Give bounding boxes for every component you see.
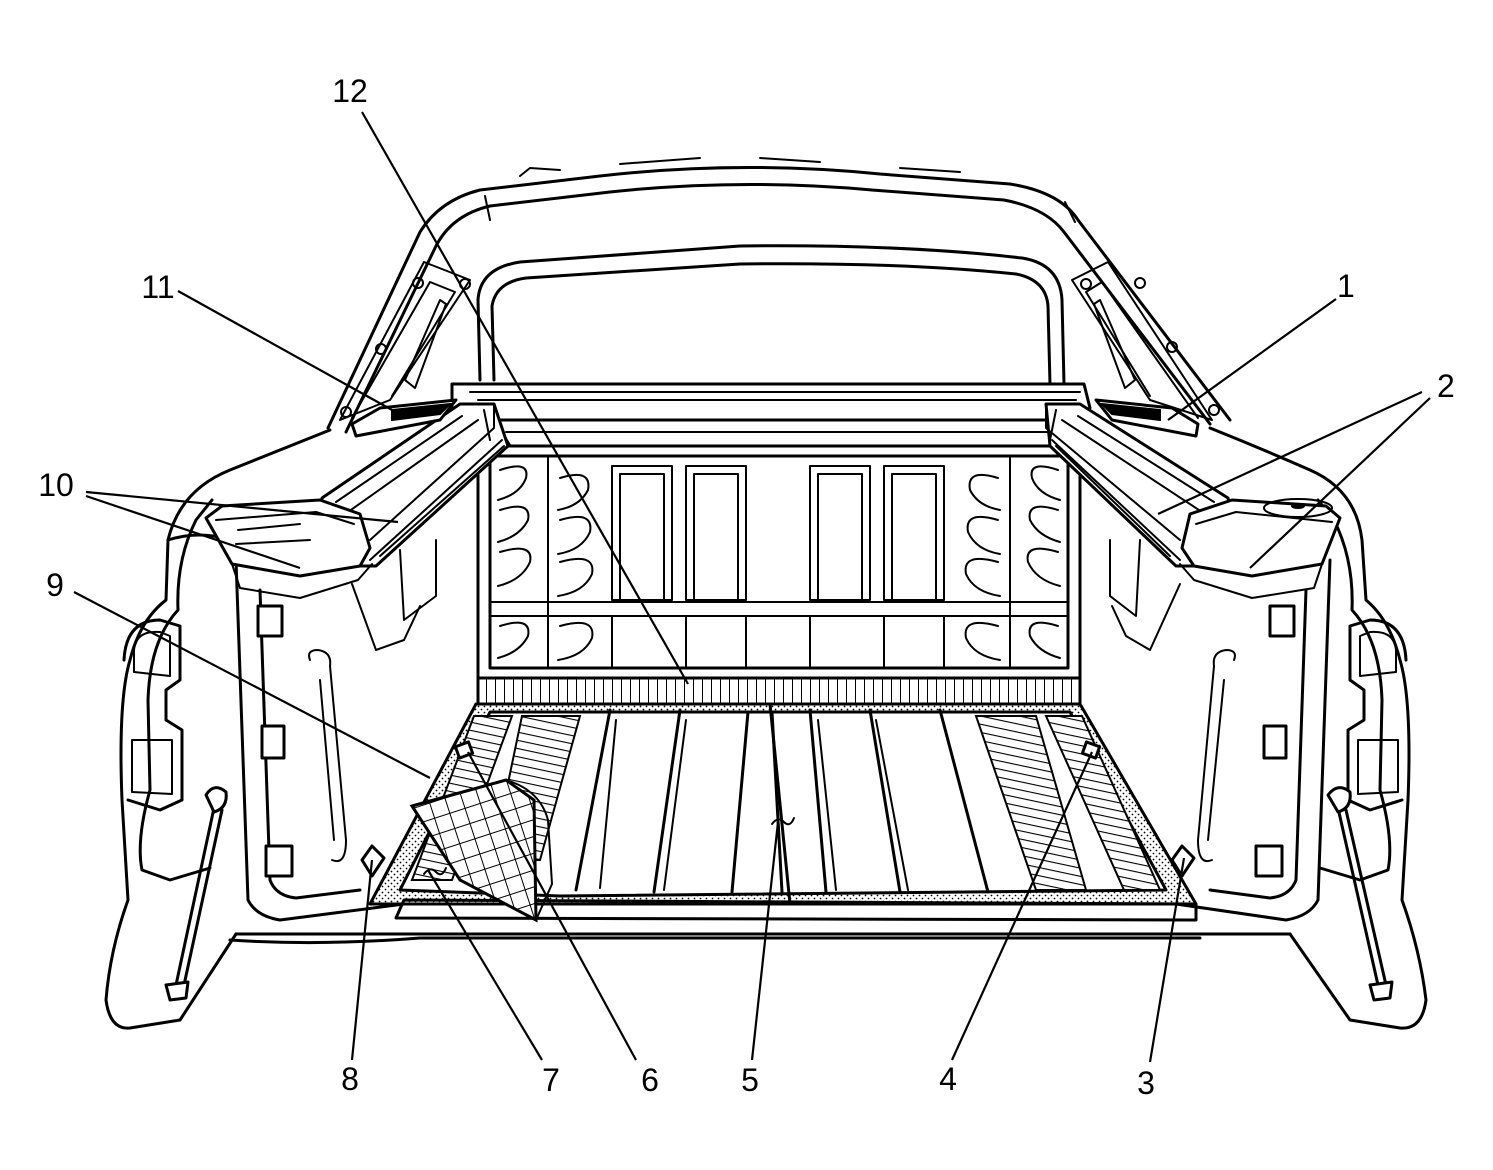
cab-light-right	[1094, 398, 1200, 438]
storage-lid-right	[1179, 498, 1342, 599]
bed-floor-front-strip	[476, 676, 1082, 706]
leader-9	[73, 591, 431, 779]
leader-6	[467, 751, 637, 1061]
callout-10: 10	[38, 467, 74, 503]
bed-side-right	[1208, 426, 1428, 1030]
cab-roof	[326, 157, 1232, 434]
callout-labels: 1 2 3 4 5 6 7 8 9 10 11 12	[38, 73, 1455, 1101]
leader-8	[350, 859, 374, 1061]
callout-7: 7	[542, 1062, 560, 1098]
callout-6: 6	[641, 1062, 659, 1098]
leader-10b	[85, 494, 301, 570]
callout-5: 5	[741, 1062, 759, 1098]
tailgate-cable-left	[164, 786, 228, 1002]
tie-down-right-front	[1080, 740, 1102, 760]
callout-9: 9	[46, 567, 64, 603]
callout-12: 12	[332, 73, 368, 109]
callout-4: 4	[939, 1061, 957, 1097]
callout-11: 11	[141, 269, 174, 305]
front-wall-frame	[476, 444, 1082, 680]
leader-lines	[73, 111, 1431, 1063]
front-bed-header	[450, 382, 1092, 448]
rear-window	[476, 244, 1066, 386]
tailgate-opening	[228, 932, 1292, 945]
bed-floor	[368, 702, 1198, 922]
callout-2: 2	[1437, 368, 1455, 404]
callout-3: 3	[1137, 1065, 1155, 1101]
callout-1: 1	[1337, 268, 1355, 304]
bed-rail-left	[318, 402, 510, 568]
storage-lid-left	[204, 498, 373, 599]
tail-light-right	[1346, 618, 1408, 812]
cab-light-left	[350, 398, 458, 438]
floor-clip-center	[771, 817, 795, 826]
front-wall-ribs	[497, 465, 1061, 661]
cargo-net	[409, 778, 553, 923]
leader-7	[427, 869, 543, 1061]
callout-8: 8	[341, 1061, 359, 1097]
leader-2a	[1157, 391, 1423, 515]
leader-5	[750, 821, 780, 1061]
leader-11	[177, 290, 393, 411]
tailgate-cable-right	[1326, 786, 1394, 1002]
leader-3	[1148, 857, 1186, 1063]
leader-12	[361, 111, 689, 685]
inner-wall-right	[1074, 539, 1332, 922]
leader-2b	[1249, 397, 1431, 569]
leader-4	[950, 751, 1094, 1061]
inner-wall-left	[234, 539, 482, 922]
leader-10a	[85, 490, 399, 524]
leader-1	[1167, 298, 1337, 421]
